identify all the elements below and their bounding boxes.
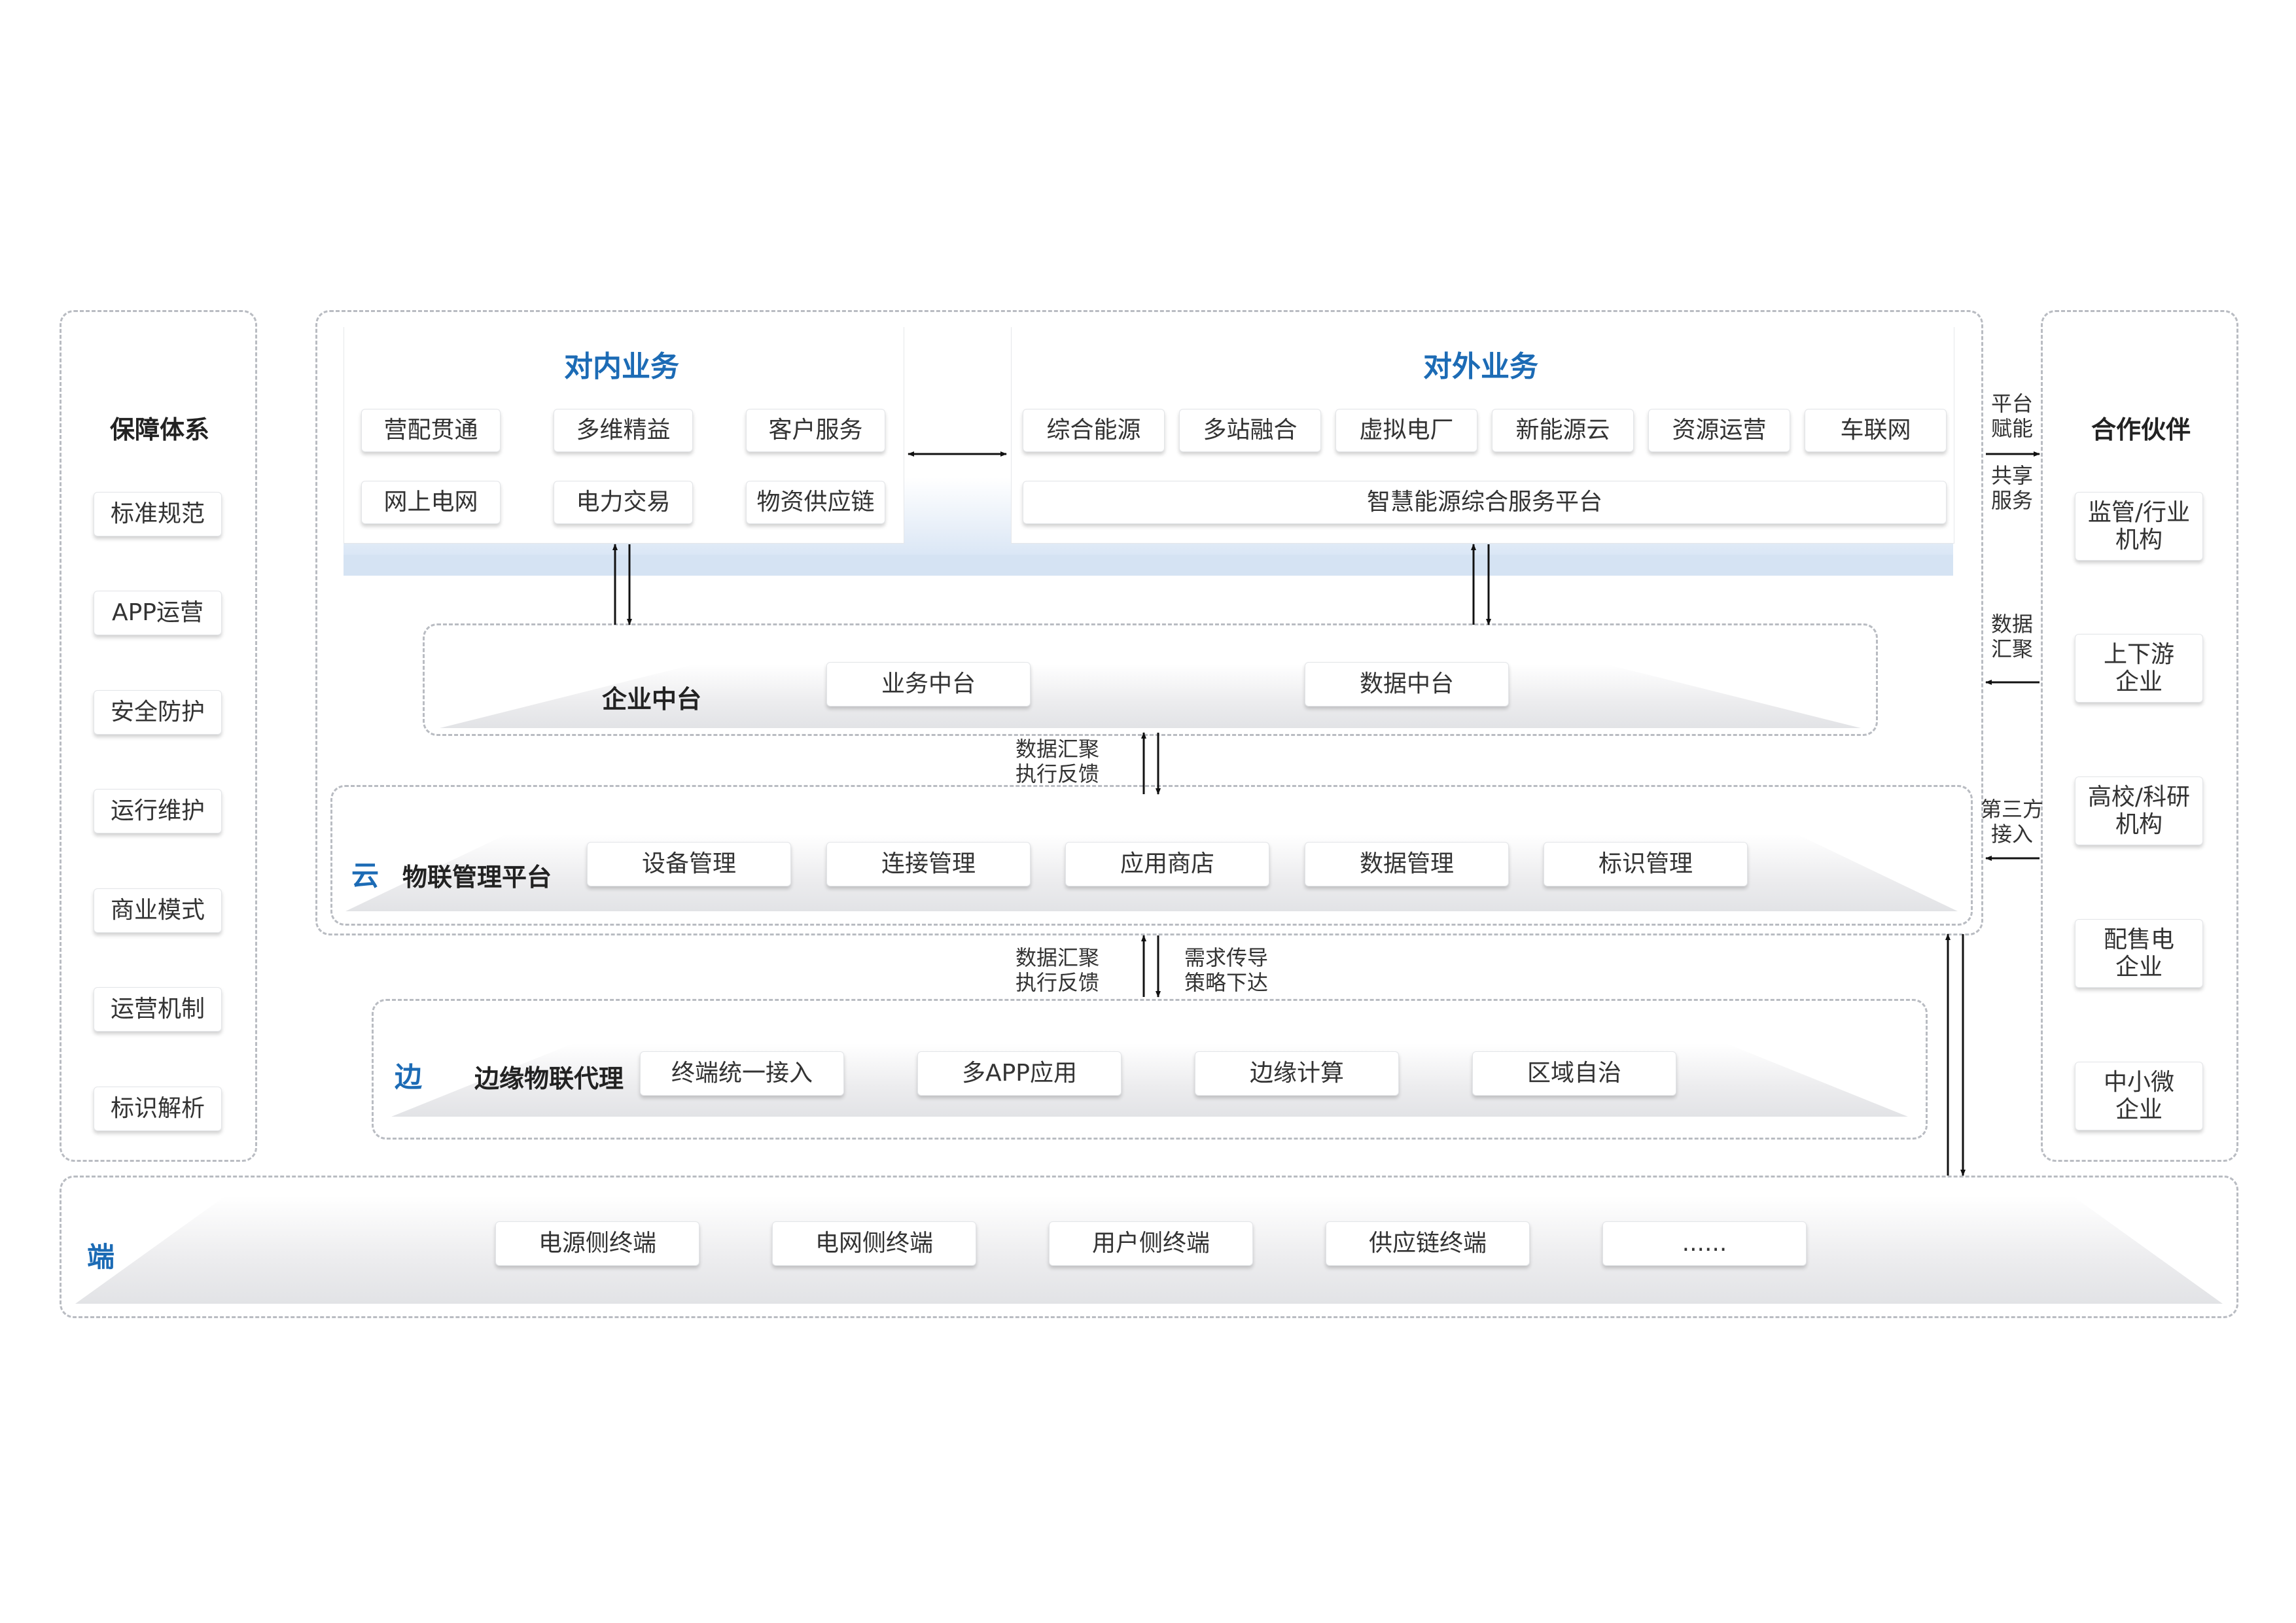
support-item-maintenance: 运行维护 (94, 789, 222, 833)
external-item: 资源运营 (1648, 409, 1790, 452)
cloud-item-device-management: 设备管理 (587, 842, 791, 886)
partner-line: 企业 (2115, 1096, 2163, 1123)
edge-tier-label: 边 (395, 1061, 423, 1093)
partner-line: 企业 (2115, 953, 2163, 981)
support-item-app-operation: APP运营 (94, 591, 222, 635)
note-line: 赋能 (1990, 416, 2033, 442)
enterprise-middle-container (423, 623, 1878, 736)
partner-upstream-downstream: 上下游 企业 (2075, 634, 2203, 703)
support-item-business-model: 商业模式 (94, 888, 222, 933)
note-line: 数据汇聚 (1016, 945, 1100, 970)
edge-item-edge-computing: 边缘计算 (1195, 1051, 1399, 1096)
note-platform-empower: 平台 赋能 (1986, 391, 2038, 442)
business-base-strip (344, 555, 1953, 576)
terminal-item-more: ...... (1602, 1221, 1807, 1266)
internal-item: 营配贯通 (361, 409, 501, 452)
platform-container (315, 310, 1983, 935)
partner-line: 监管/行业 (2087, 499, 2191, 527)
cloud-item-data-management: 数据管理 (1305, 842, 1509, 886)
note-line: 汇聚 (1990, 637, 2033, 662)
external-business-title: 对外业务 (1423, 350, 1538, 383)
internal-item: 多维精益 (554, 409, 693, 452)
partner-universities: 高校/科研 机构 (2075, 777, 2203, 845)
support-item-security: 安全防护 (94, 690, 222, 735)
enterprise-middle-base (440, 664, 1861, 728)
cloud-container (330, 785, 1973, 926)
note-line: 执行反馈 (1016, 970, 1100, 996)
internal-item: 客户服务 (746, 409, 885, 452)
terminal-tier-label: 端 (87, 1241, 115, 1273)
partner-regulators: 监管/行业 机构 (2075, 492, 2203, 561)
note-data-aggregation-right: 数据 汇聚 (1986, 612, 2038, 662)
partner-line: 中小微 (2103, 1069, 2174, 1096)
edge-agent-label: 边缘物联代理 (474, 1064, 624, 1093)
terminal-item-grid-side: 电网侧终端 (772, 1221, 976, 1266)
note-line: 接入 (1990, 822, 2033, 847)
external-item: 新能源云 (1492, 409, 1634, 452)
partners-panel (2041, 310, 2238, 1162)
note-line: 需求传导 (1184, 945, 1269, 970)
note-line: 策略下达 (1184, 970, 1269, 996)
support-item-identity-resolution: 标识解析 (94, 1087, 222, 1131)
cloud-item-connection-management: 连接管理 (826, 842, 1031, 886)
partner-line: 配售电 (2103, 926, 2174, 954)
partner-line: 机构 (2115, 526, 2163, 553)
support-item-standards: 标准规范 (94, 492, 222, 536)
edge-item-multi-app: 多APP应用 (917, 1051, 1122, 1096)
note-line: 平台 (1990, 391, 2033, 416)
external-item: 综合能源 (1023, 409, 1165, 452)
partner-line: 高校/科研 (2087, 784, 2191, 811)
internal-item: 电力交易 (554, 481, 693, 524)
partners-title: 合作伙伴 (2091, 415, 2191, 444)
internal-item: 物资供应链 (746, 481, 885, 524)
terminal-container (60, 1176, 2238, 1318)
partner-power-retail: 配售电 企业 (2075, 919, 2203, 988)
support-system-panel (60, 310, 257, 1162)
note-line: 执行反馈 (1016, 761, 1100, 787)
note-line: 数据 (1990, 612, 2033, 637)
note-line: 数据汇聚 (1016, 737, 1100, 761)
edge-container (372, 999, 1928, 1140)
note-line: 第三方 (1980, 797, 2043, 822)
note-cloud-to-edge-right: 需求传导 策略下达 (1184, 945, 1268, 996)
edge-item-regional-autonomy: 区域自治 (1472, 1051, 1676, 1096)
note-line: 服务 (1990, 488, 2033, 514)
support-item-operation-mechanism: 运营机制 (94, 987, 222, 1032)
external-item: 虚拟电厂 (1335, 409, 1477, 452)
note-cloud-to-edge-left: 数据汇聚 执行反馈 (1016, 945, 1099, 996)
note-shared-service: 共享 服务 (1986, 463, 2038, 514)
partner-smes: 中小微 企业 (2075, 1062, 2203, 1130)
external-item: 车联网 (1805, 409, 1947, 452)
note-third-party-access: 第三方 接入 (1977, 797, 2047, 847)
partner-line: 企业 (2115, 668, 2163, 695)
internal-business-title: 对内业务 (564, 350, 679, 383)
cloud-item-identity-management: 标识管理 (1544, 842, 1748, 886)
internal-item: 网上电网 (361, 481, 501, 524)
support-system-title: 保障体系 (110, 415, 210, 444)
data-middle-platform: 数据中台 (1305, 662, 1509, 707)
cloud-item-app-store: 应用商店 (1065, 842, 1269, 886)
terminal-item-user-side: 用户侧终端 (1049, 1221, 1253, 1266)
terminal-item-source-side: 电源侧终端 (495, 1221, 699, 1266)
smart-energy-platform: 智慧能源综合服务平台 (1023, 481, 1947, 524)
cloud-platform-label: 物联管理平台 (402, 863, 552, 892)
partner-line: 机构 (2115, 811, 2163, 838)
partner-line: 上下游 (2103, 641, 2174, 669)
note-mid-to-cloud: 数据汇聚 执行反馈 (1016, 737, 1099, 787)
external-item: 多站融合 (1179, 409, 1321, 452)
business-middle-platform: 业务中台 (826, 662, 1031, 707)
terminal-item-supply-chain: 供应链终端 (1326, 1221, 1530, 1266)
note-line: 共享 (1990, 463, 2033, 488)
edge-item-terminal-access: 终端统一接入 (640, 1051, 844, 1096)
cloud-tier-label: 云 (351, 860, 380, 892)
enterprise-middle-label: 企业中台 (602, 685, 702, 714)
